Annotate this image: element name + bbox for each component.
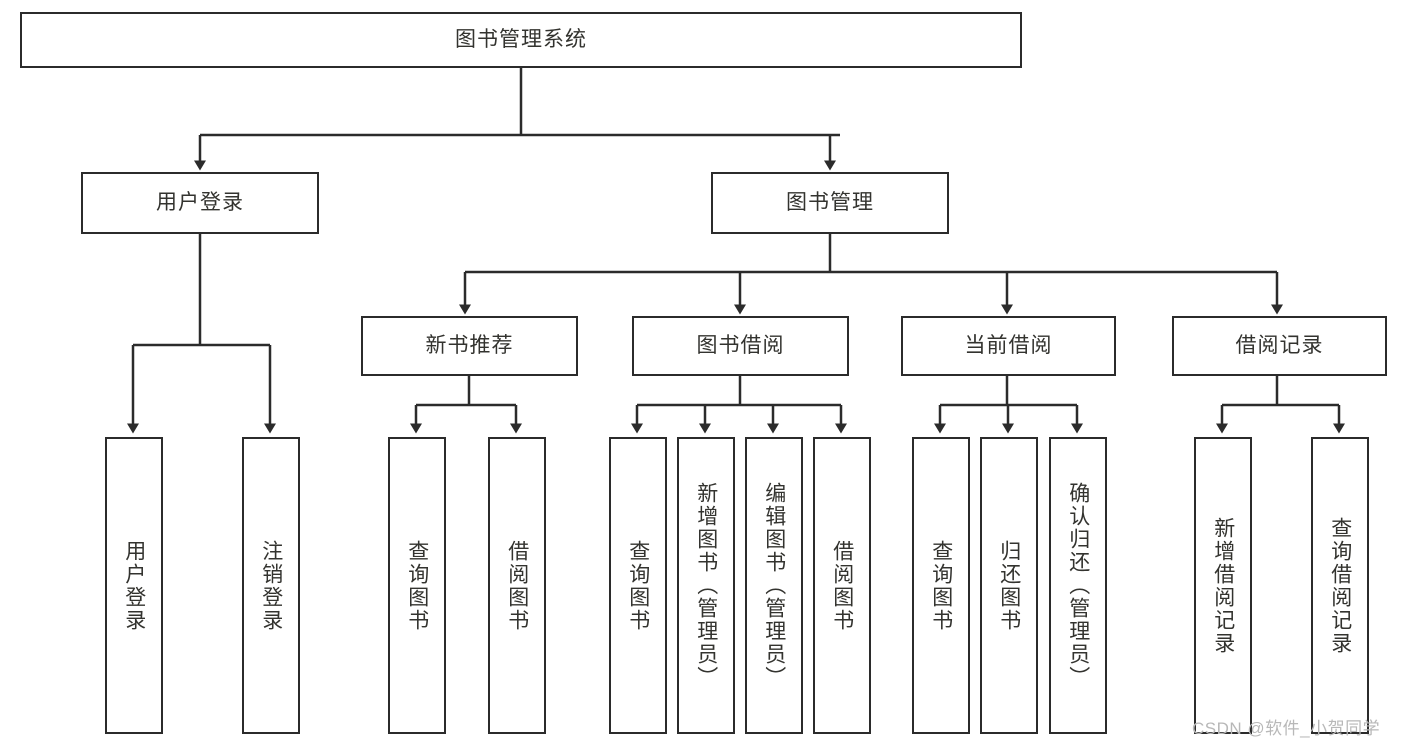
leaf-current-borrow-query-book[interactable]: 查询图书 [912,437,970,734]
node-label: 用户登录 [122,539,146,632]
node-label: 查询图书 [626,539,650,632]
node-label: 查询图书 [929,539,953,632]
node-label: 借阅图书 [830,539,854,632]
node-label: 新增借阅记录 [1211,516,1235,655]
leaf-user-login-logout[interactable]: 注销登录 [242,437,300,734]
node-label: 图书借阅 [696,333,785,357]
node-label: 编辑图书（管理员） [762,482,786,689]
leaf-book-borrow-query-book[interactable]: 查询图书 [609,437,667,734]
leaf-new-book-borrow-book[interactable]: 借阅图书 [488,437,546,734]
node-label: 借阅图书 [505,539,529,632]
leaf-user-login-login[interactable]: 用户登录 [105,437,163,734]
leaf-new-book-query-book[interactable]: 查询图书 [388,437,446,734]
node-label: 注销登录 [259,539,283,632]
node-label: 查询图书 [405,539,429,632]
leaf-book-borrow-edit-book-admin[interactable]: 编辑图书（管理员） [745,437,803,734]
node-label: 用户登录 [156,190,244,214]
node-borrow-record[interactable]: 借阅记录 [1172,316,1387,376]
leaf-book-borrow-add-book-admin[interactable]: 新增图书（管理员） [677,437,735,734]
leaf-borrow-record-query-record[interactable]: 查询借阅记录 [1311,437,1369,734]
node-current-borrow[interactable]: 当前借阅 [901,316,1116,376]
leaf-book-borrow-borrow-book[interactable]: 借阅图书 [813,437,871,734]
watermark-text: CSDN @软件_小贺同学 [1192,719,1381,738]
node-label: 图书管理 [786,190,874,214]
leaf-current-borrow-confirm-return-admin[interactable]: 确认归还（管理员） [1049,437,1107,734]
node-new-book-recommend[interactable]: 新书推荐 [361,316,578,376]
node-label: 图书管理系统 [455,27,587,51]
node-book-management[interactable]: 图书管理 [711,172,949,234]
node-label: 确认归还（管理员） [1066,482,1090,689]
leaf-borrow-record-add-record[interactable]: 新增借阅记录 [1194,437,1252,734]
node-label: 新增图书（管理员） [694,482,718,689]
node-label: 新书推荐 [425,333,514,357]
node-label: 借阅记录 [1235,333,1324,357]
node-label: 归还图书 [997,539,1021,632]
node-user-login[interactable]: 用户登录 [81,172,319,234]
leaf-current-borrow-return-book[interactable]: 归还图书 [980,437,1038,734]
node-label: 查询借阅记录 [1328,516,1352,655]
node-label: 当前借阅 [964,333,1053,357]
node-book-borrow[interactable]: 图书借阅 [632,316,849,376]
node-root-book-management-system[interactable]: 图书管理系统 [20,12,1022,68]
